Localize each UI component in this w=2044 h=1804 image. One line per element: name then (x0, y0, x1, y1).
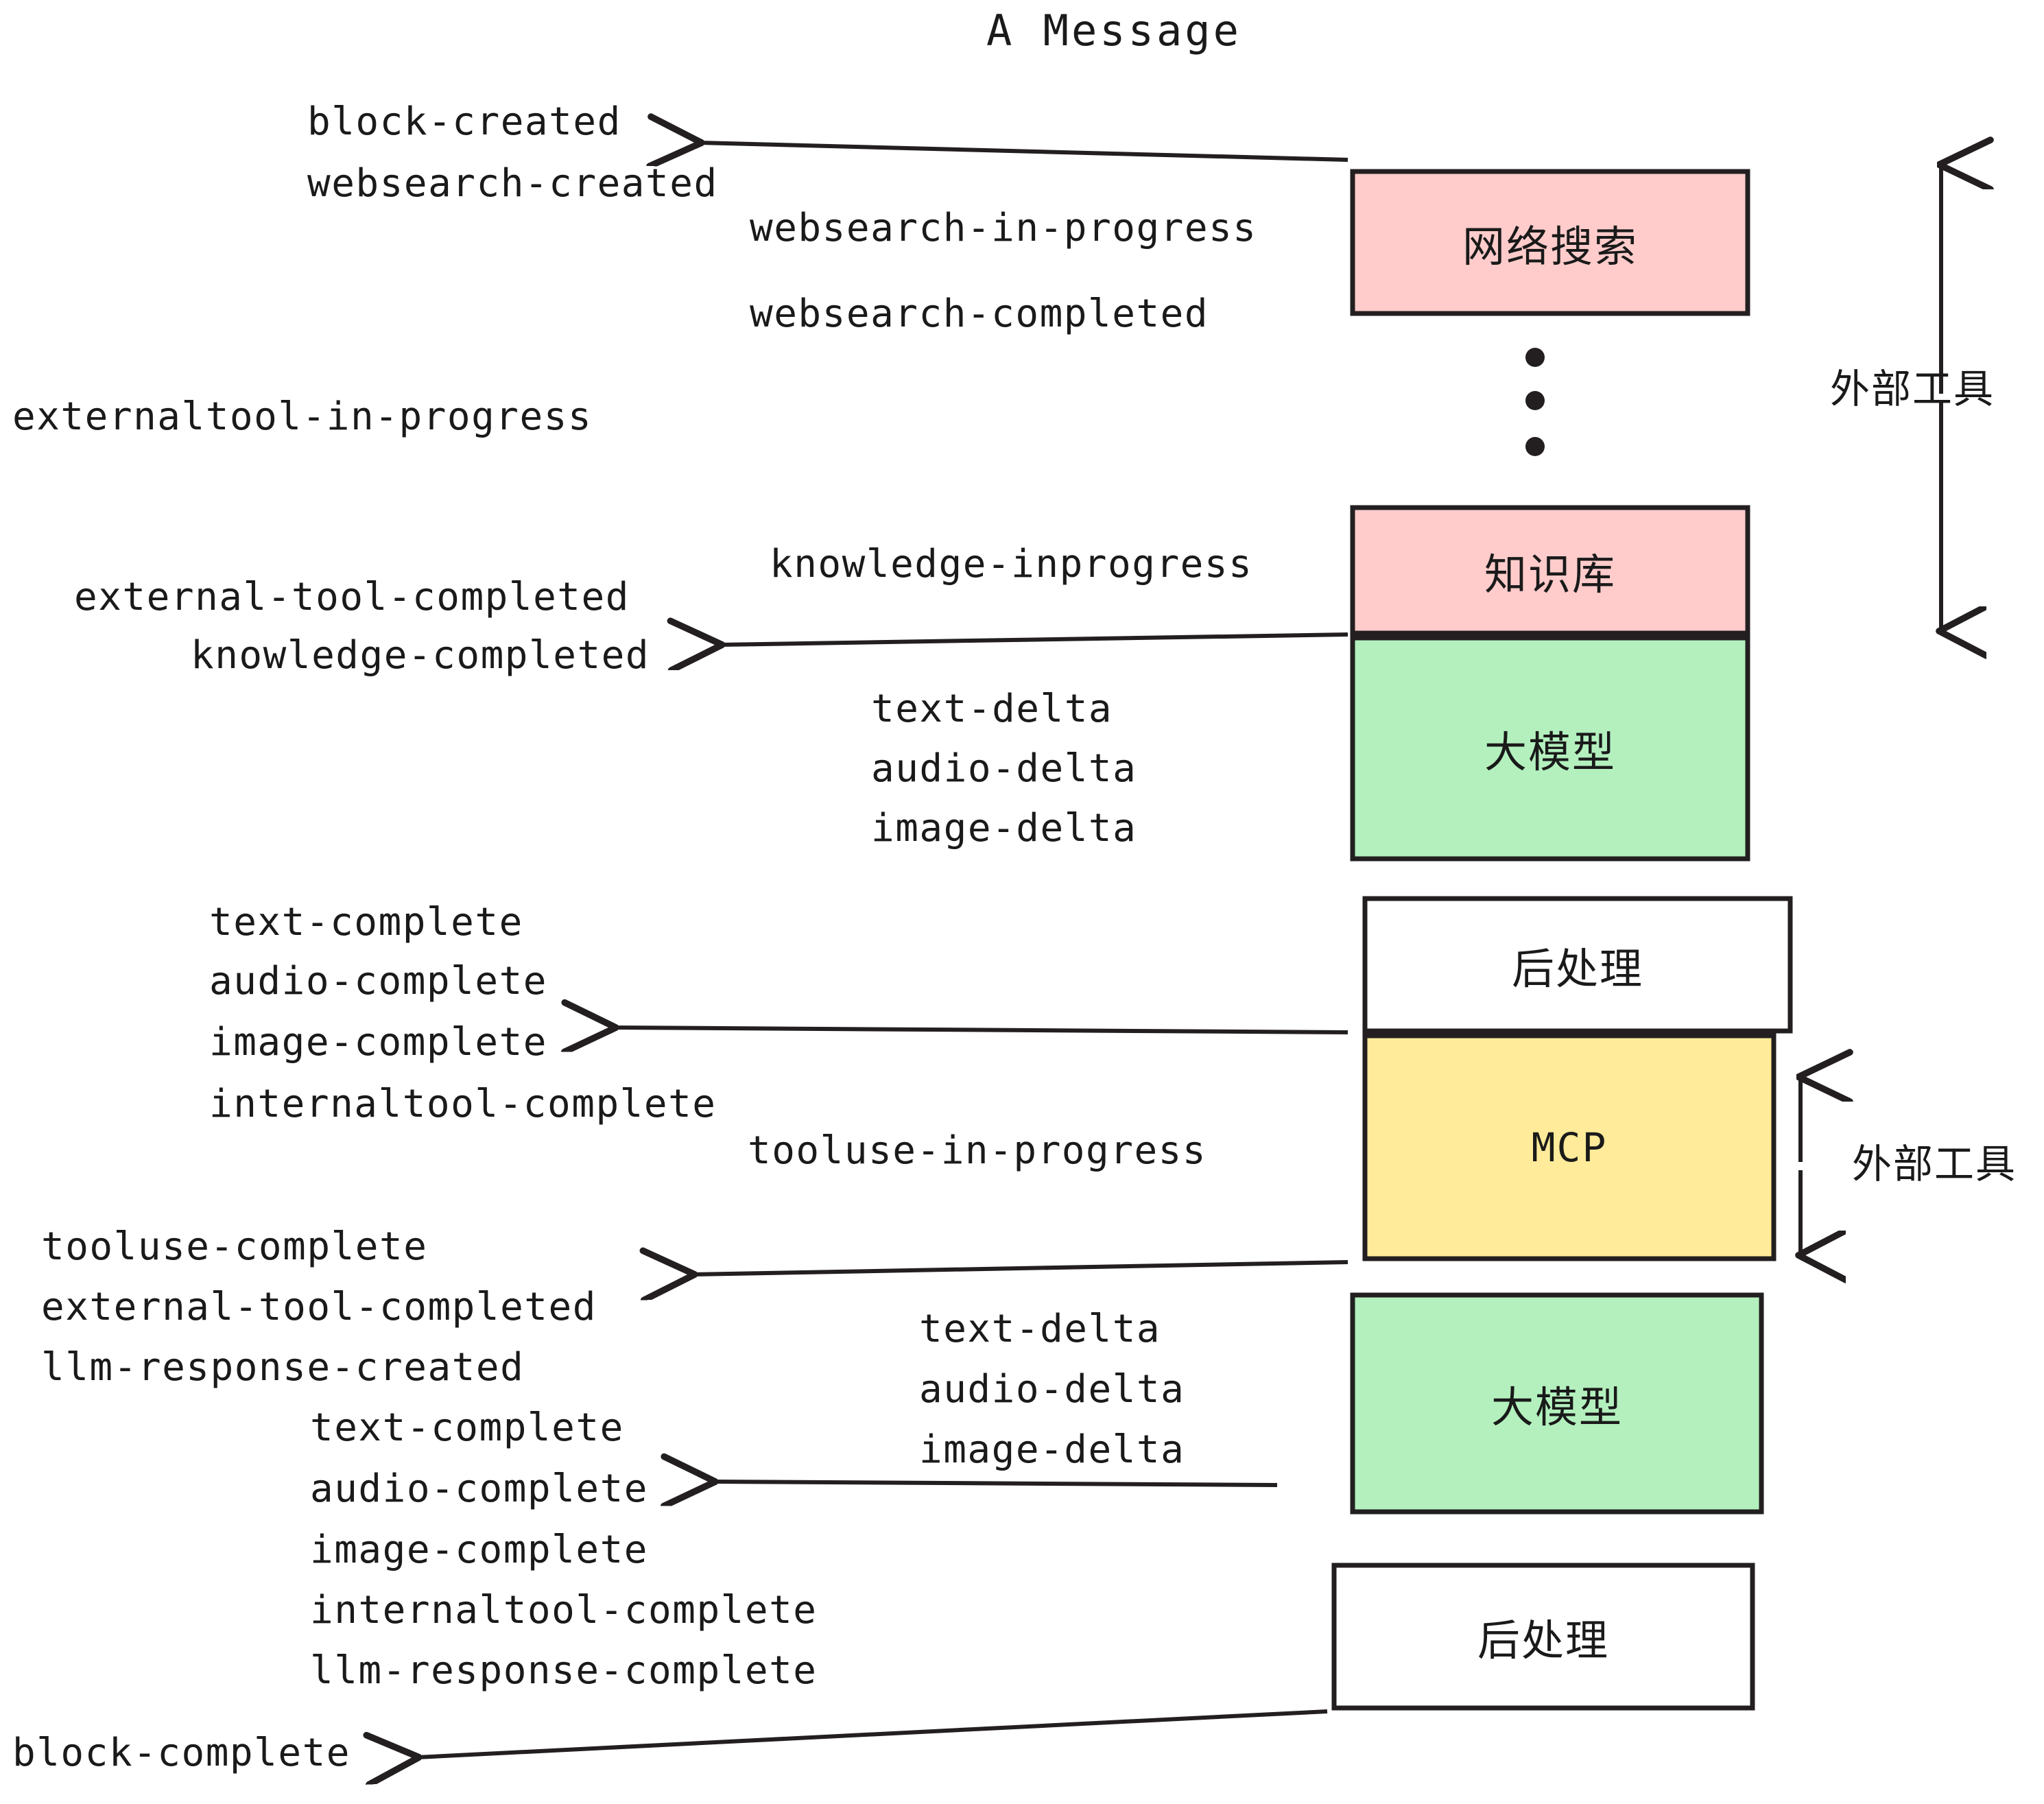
event-label-text-delta-1: text-delta (871, 687, 1113, 731)
event-label-internaltool-complete-2: internaltool-complete (310, 1588, 818, 1633)
arrow-block-complete (417, 1709, 1328, 1757)
node-box-postprocess-lower (1331, 1563, 1755, 1711)
page-title: A Message (986, 5, 1241, 56)
ellipsis-dot-3 (1525, 437, 1545, 456)
event-label-image-delta-1: image-delta (871, 806, 1137, 851)
event-label-internaltool-complete-1: internaltool-complete (209, 1082, 717, 1126)
event-label-block-created: block-created (307, 99, 621, 144)
node-box-llm-upper (1350, 635, 1750, 862)
event-label-audio-complete-2: audio-complete (310, 1467, 649, 1511)
event-label-llm-response-created: llm-response-created (41, 1345, 525, 1390)
node-label-websearch: 网络搜索 (1462, 221, 1639, 272)
node-label-mcp: MCP (1531, 1124, 1608, 1171)
event-label-knowledge-completed: knowledge-completed (191, 633, 650, 678)
event-label-tooluse-complete: tooluse-complete (41, 1224, 428, 1269)
node-box-websearch (1350, 169, 1750, 316)
node-box-postprocess-upper (1362, 896, 1793, 1034)
node-box-knowledge (1350, 505, 1750, 636)
ellipsis-dot-2 (1525, 391, 1545, 410)
arrow-audio-complete (713, 1482, 1278, 1485)
event-label-external-tool-completed-2: external-tool-completed (41, 1285, 597, 1329)
node-box-llm-lower (1350, 1292, 1764, 1515)
arrow-image-complete (614, 1028, 1348, 1032)
event-label-audio-delta-1: audio-delta (871, 746, 1137, 791)
node-label-llm-lower: 大模型 (1490, 1382, 1624, 1432)
event-label-audio-delta-2: audio-delta (919, 1367, 1185, 1412)
arrow-tooluse-complete (693, 1262, 1348, 1274)
event-label-llm-response-complete: llm-response-complete (310, 1648, 818, 1693)
node-label-postprocess-lower: 后处理 (1477, 1615, 1610, 1665)
event-label-image-complete-2: image-complete (310, 1528, 649, 1572)
event-label-knowledge-inprogress: knowledge-inprogress (770, 542, 1253, 586)
arrow-knowledge-done (720, 634, 1348, 645)
event-label-text-complete-2: text-complete (310, 1405, 624, 1450)
event-label-websearch-in-progress: websearch-in-progress (750, 206, 1257, 250)
event-label-websearch-completed: websearch-completed (750, 292, 1209, 336)
event-label-websearch-created: websearch-created (307, 161, 718, 206)
event-label-image-delta-2: image-delta (919, 1427, 1185, 1472)
arrow-block-created (700, 143, 1348, 160)
node-box-mcp (1362, 1033, 1776, 1261)
event-label-text-complete-1: text-complete (209, 900, 523, 945)
event-label-external-tool-completed-1: external-tool-completed (74, 575, 630, 619)
event-label-audio-complete-1: audio-complete (209, 959, 548, 1004)
node-label-llm-upper: 大模型 (1484, 727, 1617, 777)
node-label-knowledge: 知识库 (1484, 549, 1617, 600)
event-label-externaltool-in-progress: externaltool-in-progress (12, 394, 593, 439)
event-label-image-complete-1: image-complete (209, 1020, 548, 1065)
node-label-postprocess-upper: 后处理 (1511, 943, 1644, 994)
event-label-text-delta-2: text-delta (919, 1307, 1161, 1351)
event-label-block-complete: block-complete (12, 1731, 351, 1775)
side-label-external-tools-bottom: 外部工具 (1852, 1141, 2017, 1187)
ellipsis-dot-1 (1525, 348, 1545, 367)
side-label-external-tools-top: 外部工具 (1830, 366, 1995, 412)
event-label-tooluse-in-progress: tooluse-in-progress (748, 1128, 1207, 1173)
